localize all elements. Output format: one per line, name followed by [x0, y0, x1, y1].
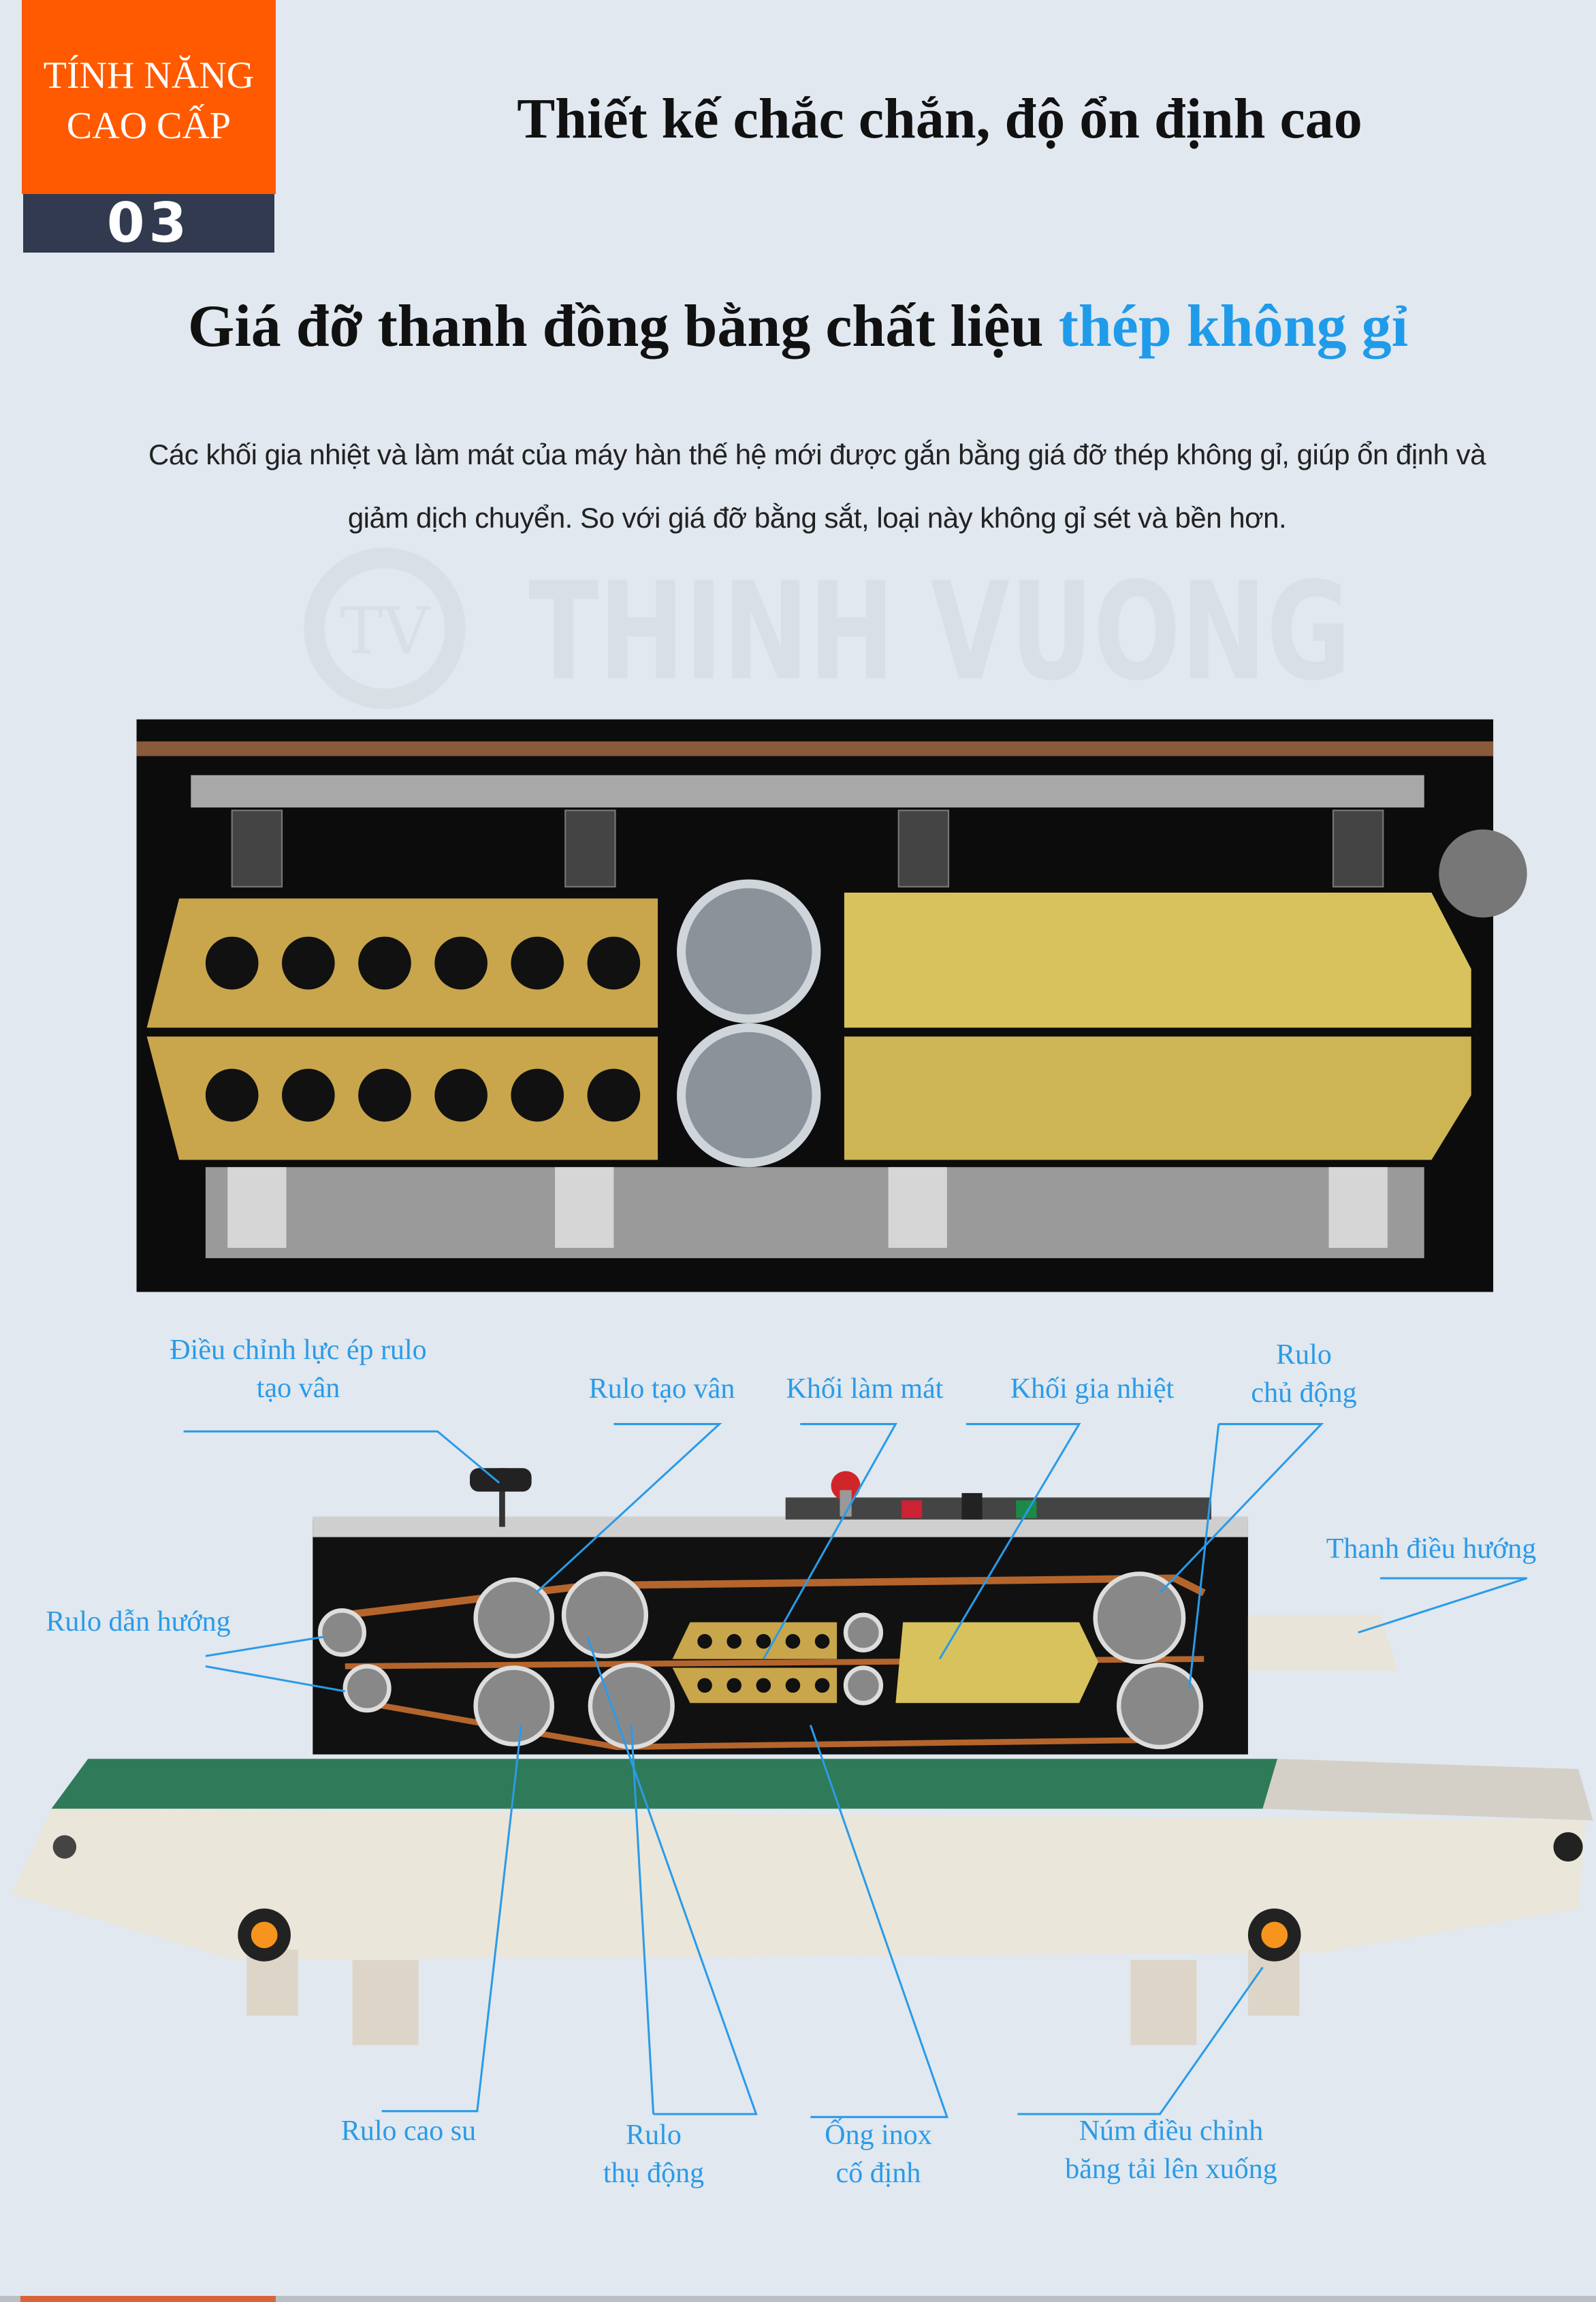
bottom-divider	[0, 2296, 1596, 2302]
label-rubber-roller: Rulo cao su	[340, 2115, 477, 2147]
label-line: tạo vân	[256, 1373, 340, 1404]
description-line-2: giảm dịch chuyển. So với giá đỡ bằng sắt…	[347, 502, 1287, 534]
feature-badge: TÍNH NĂNG CAO CẤP	[22, 0, 276, 194]
page-title: Thiết kế chắc chắn, độ ổn định cao	[517, 87, 1362, 150]
label-line: Ống inox	[825, 2120, 932, 2151]
watermark-text: THINH VUONG	[528, 553, 1351, 710]
watermark-logo: TV THINH VUONG	[304, 547, 1351, 710]
label-guide-bar: Thanh điều hướng	[1326, 1533, 1537, 1565]
label-line: Núm điều chỉnh	[1079, 2115, 1264, 2147]
closeup-photo	[136, 719, 1527, 1292]
label-pressure-adjust: Điều chỉnh lực ép rulo tạo vân	[170, 1331, 426, 1407]
label-passive-roller: Rulo thụ động	[603, 2116, 704, 2192]
callout-lines	[183, 1423, 1528, 2118]
heading-text: Giá đỡ thanh đồng bằng chất liệu	[187, 293, 1059, 359]
label-emboss-roller: Rulo tạo vân	[588, 1373, 735, 1405]
label-heating-block: Khối gia nhiệt	[1010, 1373, 1175, 1405]
label-cooling-block: Khối làm mát	[786, 1373, 944, 1405]
badge-number: 03	[23, 194, 274, 253]
label-inox-tube: Ống inox cố định	[825, 2116, 932, 2192]
label-line: chủ động	[1251, 1377, 1357, 1409]
description-line-1: Các khối gia nhiệt và làm mát của máy hà…	[148, 438, 1486, 470]
label-line: cố định	[835, 2158, 921, 2189]
label-line: Rulo	[626, 2120, 682, 2151]
label-line: thụ động	[603, 2158, 705, 2189]
label-line: Điều chỉnh lực ép rulo	[170, 1334, 427, 1366]
badge-line2: CAO CẤP	[66, 104, 232, 147]
label-drive-roller: Rulo chủ động	[1251, 1336, 1356, 1412]
label-line: băng tải lên xuống	[1065, 2154, 1277, 2185]
label-belt-knob: Núm điều chỉnh băng tải lên xuống	[1065, 2112, 1277, 2188]
label-guide-roller: Rulo dẫn hướng	[46, 1606, 231, 1637]
svg-text:TV: TV	[340, 594, 430, 669]
sealer-machine	[12, 1468, 1593, 2045]
label-line: Rulo	[1276, 1339, 1332, 1371]
bottom-accent	[20, 2296, 276, 2302]
heading-highlight: thép không gỉ	[1058, 293, 1409, 359]
section-heading: Giá đỡ thanh đồng bằng chất liệu thép kh…	[27, 289, 1569, 364]
badge-line1: TÍNH NĂNG	[43, 54, 255, 97]
